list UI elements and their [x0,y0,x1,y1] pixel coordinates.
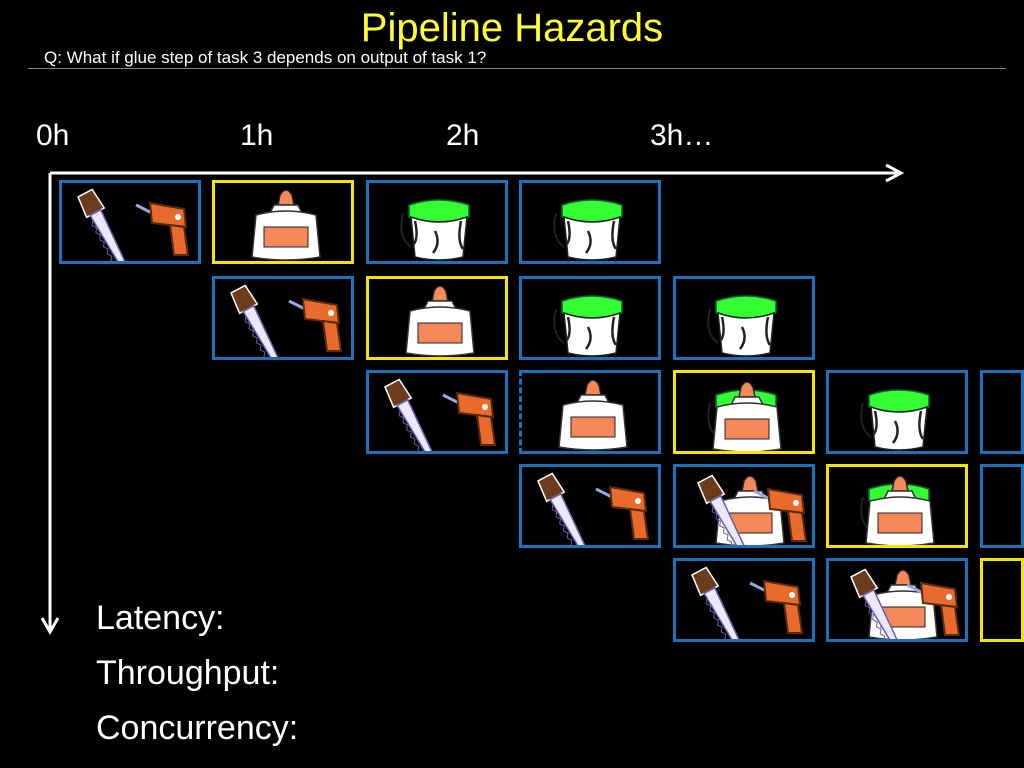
pipeline-stage-box [212,180,354,264]
pipeline-stage-box [980,558,1024,642]
tick-label-0h: 0h [36,119,70,152]
glue-bottle-icon [405,285,475,357]
pipeline-stage-box [673,370,815,454]
pipeline-stage-box [366,276,508,360]
pipeline-stage-box [673,558,815,642]
pipeline-stage-box [826,558,968,642]
concurrency-label: Concurrency: [96,709,299,747]
empty-stage [983,373,1024,454]
pipeline-stage-box [826,370,968,454]
paint-can-icon [860,389,930,451]
empty-stage [983,467,1024,548]
saw-and-drill-icon [850,568,961,639]
saw-and-drill-icon [77,188,190,261]
pipeline-stage-box [59,180,201,264]
tick-label-1h: 1h [240,119,274,152]
pipeline-stage-box [519,370,661,454]
pipeline-stage-box [980,464,1024,548]
empty-stage [983,561,1024,642]
glue-bottle-icon [707,381,782,451]
pipeline-stage-box [366,370,508,454]
pipeline-stage-box [519,180,661,264]
pipeline-stage-box [980,370,1024,454]
paint-can-icon [553,295,623,357]
pipeline-stage-box [519,276,661,360]
title-divider [28,68,1006,69]
saw-and-drill-icon [537,472,650,545]
glue-bottle-icon [860,475,935,545]
saw-and-drill-icon [230,284,343,357]
task-axis-arrow [40,173,60,636]
pipeline-stage-box [519,464,661,548]
slide-title: Pipeline Hazards [360,6,664,50]
time-axis-arrow [50,163,905,183]
saw-and-drill-icon [384,378,497,451]
paint-can-icon [400,199,470,261]
latency-label: Latency: [96,599,225,637]
pipeline-stage-box [366,180,508,264]
pipeline-stage-box [212,276,354,360]
glue-bottle-icon [251,189,321,261]
paint-can-icon [707,295,777,357]
saw-and-drill-icon [697,474,808,545]
glue-bottle-icon [558,379,628,451]
saw-and-drill-icon [691,566,804,639]
slide-subtitle: Q: What if glue step of task 3 depends o… [44,48,487,67]
tick-label-3h: 3h… [650,119,714,152]
paint-can-icon [553,199,623,261]
pipeline-stage-box [673,464,815,548]
pipeline-stage-box [826,464,968,548]
throughput-label: Throughput: [96,654,280,692]
pipeline-stage-box [673,276,815,360]
tick-label-2h: 2h [446,119,480,152]
